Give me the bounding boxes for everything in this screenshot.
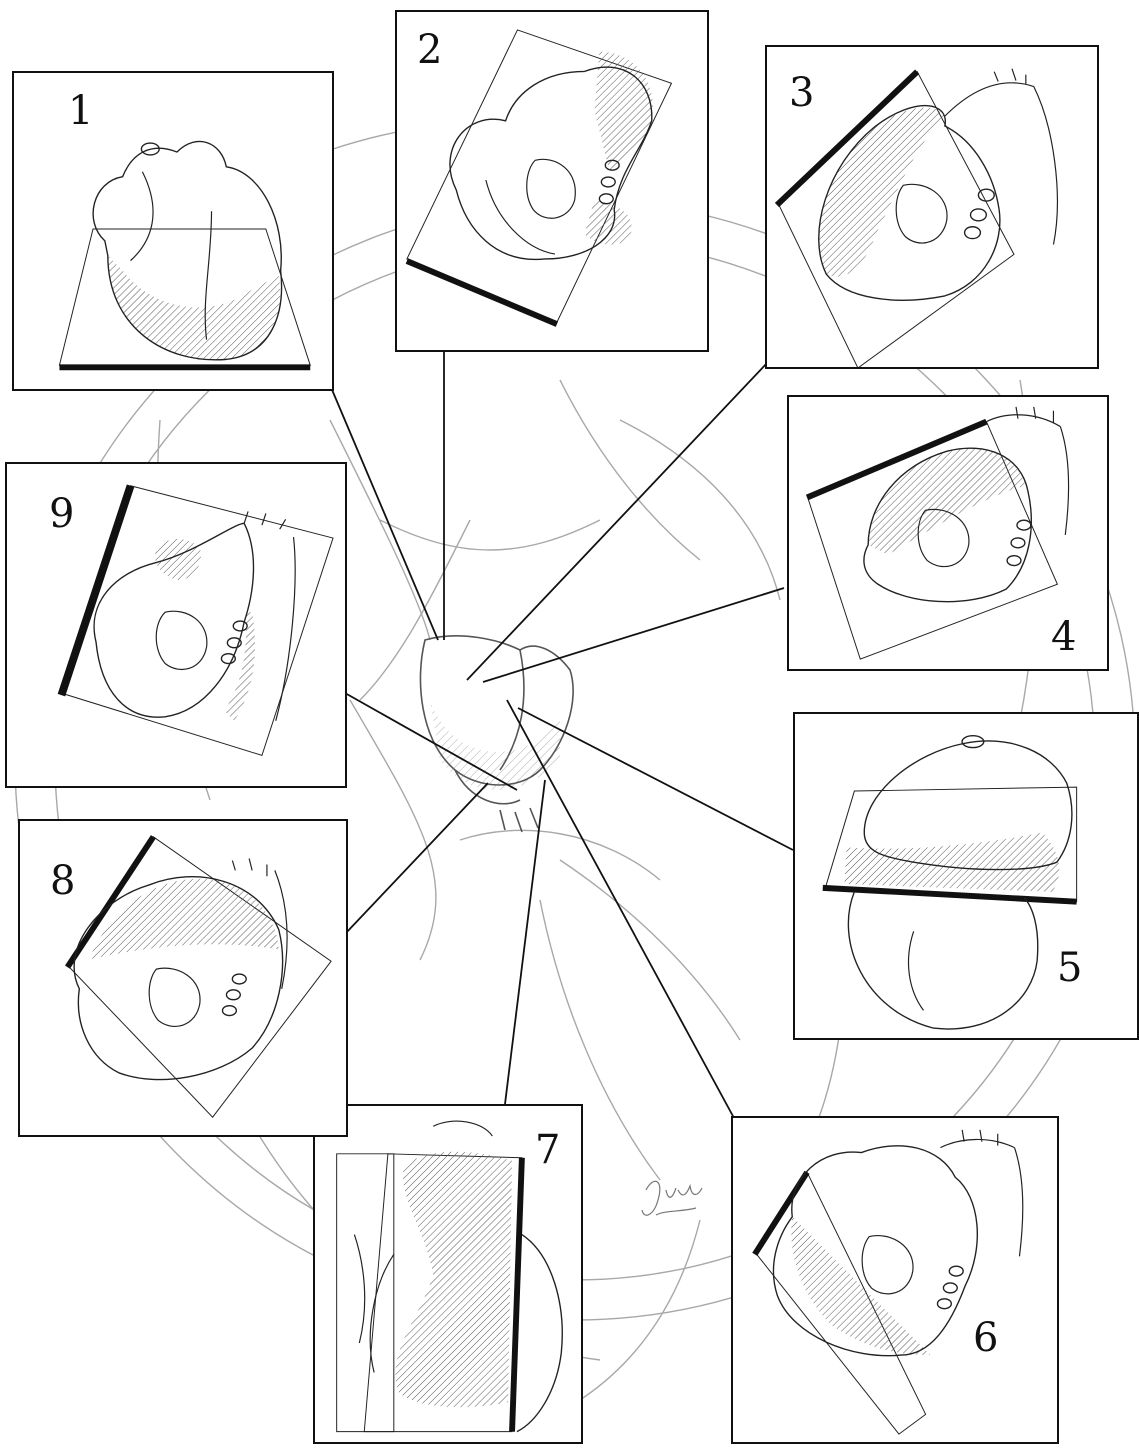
panel-7: 7 — [313, 1104, 583, 1444]
panel-1-number: 1 — [68, 91, 93, 131]
panel-5-heart-illustration — [795, 714, 1137, 1038]
panel-8: 8 — [18, 819, 348, 1137]
panel-6-heart-illustration — [733, 1118, 1057, 1442]
panel-6: 6 — [731, 1116, 1059, 1444]
panel-2-number: 2 — [417, 30, 442, 70]
panel-1-heart-illustration — [14, 73, 332, 389]
panel-5-number: 5 — [1057, 948, 1082, 988]
panel-2-heart-illustration — [397, 12, 707, 350]
panel-7-number: 7 — [535, 1130, 560, 1170]
artist-signature — [636, 1170, 706, 1230]
panel-4: 4 — [787, 395, 1109, 671]
panel-3: 3 — [765, 45, 1099, 369]
panel-3-heart-illustration — [767, 47, 1097, 367]
panel-5: 5 — [793, 712, 1139, 1040]
panel-4-number: 4 — [1051, 617, 1076, 657]
panel-6-number: 6 — [973, 1318, 998, 1358]
panel-3-number: 3 — [789, 73, 814, 113]
panel-8-number: 8 — [50, 861, 75, 901]
panel-1: 1 — [12, 71, 334, 391]
panel-9-number: 9 — [49, 494, 74, 534]
panel-9: 9 — [5, 462, 347, 788]
panel-2: 2 — [395, 10, 709, 352]
